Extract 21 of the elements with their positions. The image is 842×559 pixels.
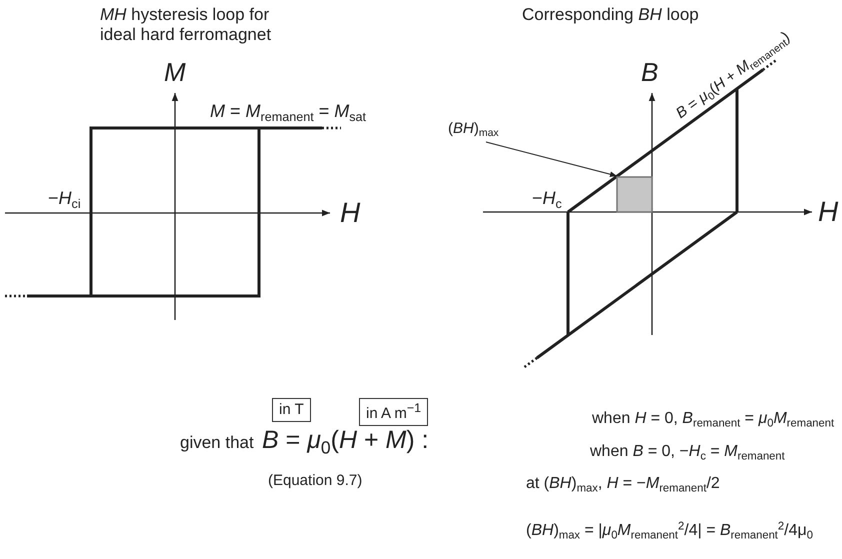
equation-text: B = μ$_{0}$(H + M) : (262, 426, 429, 455)
equation-text: when B = 0, −H$_{c}$ = M$_{remanent}$ (590, 443, 785, 462)
axis-value: −H$_{c}$ (532, 188, 562, 209)
axis-label: H (340, 197, 360, 230)
axis-label: H (818, 196, 838, 228)
panel-title: MH hysteresis loop for ideal hard ferromagnet (100, 5, 272, 44)
axis-label: M (164, 58, 186, 88)
unit-box: in A m$^{−1}$ (359, 398, 428, 426)
text-label: given that (180, 433, 254, 453)
axis-label: B (641, 58, 658, 88)
shaded-rectangle (616, 176, 653, 213)
callout-label: (BH)$_{max}$ (448, 120, 499, 138)
leader-line (486, 142, 618, 177)
panel-title: Corresponding BH loop (522, 5, 699, 25)
equation-text: when H = 0, B$_{remanent}$ = μ$_{0}$M$_{remanent}$ (592, 410, 834, 428)
axis-value: −H$_{ci}$ (48, 188, 81, 209)
equation-number: (Equation 9.7) (268, 472, 362, 490)
unit-box: in T (272, 398, 311, 422)
equation-text: (BH)$_{max}$ = |μ$_{0}$M$_{remanent}$$^{2}$/4| = B$_{remanent}$$^{2}$/4μ$_{0}$ (526, 522, 813, 540)
curve-label: M = M$_{remanent}$ = M$_{sat}$ (210, 101, 366, 122)
equation-text: at (BH)$_{max}$, H = −M$_{remanent}$/2 (526, 475, 720, 494)
